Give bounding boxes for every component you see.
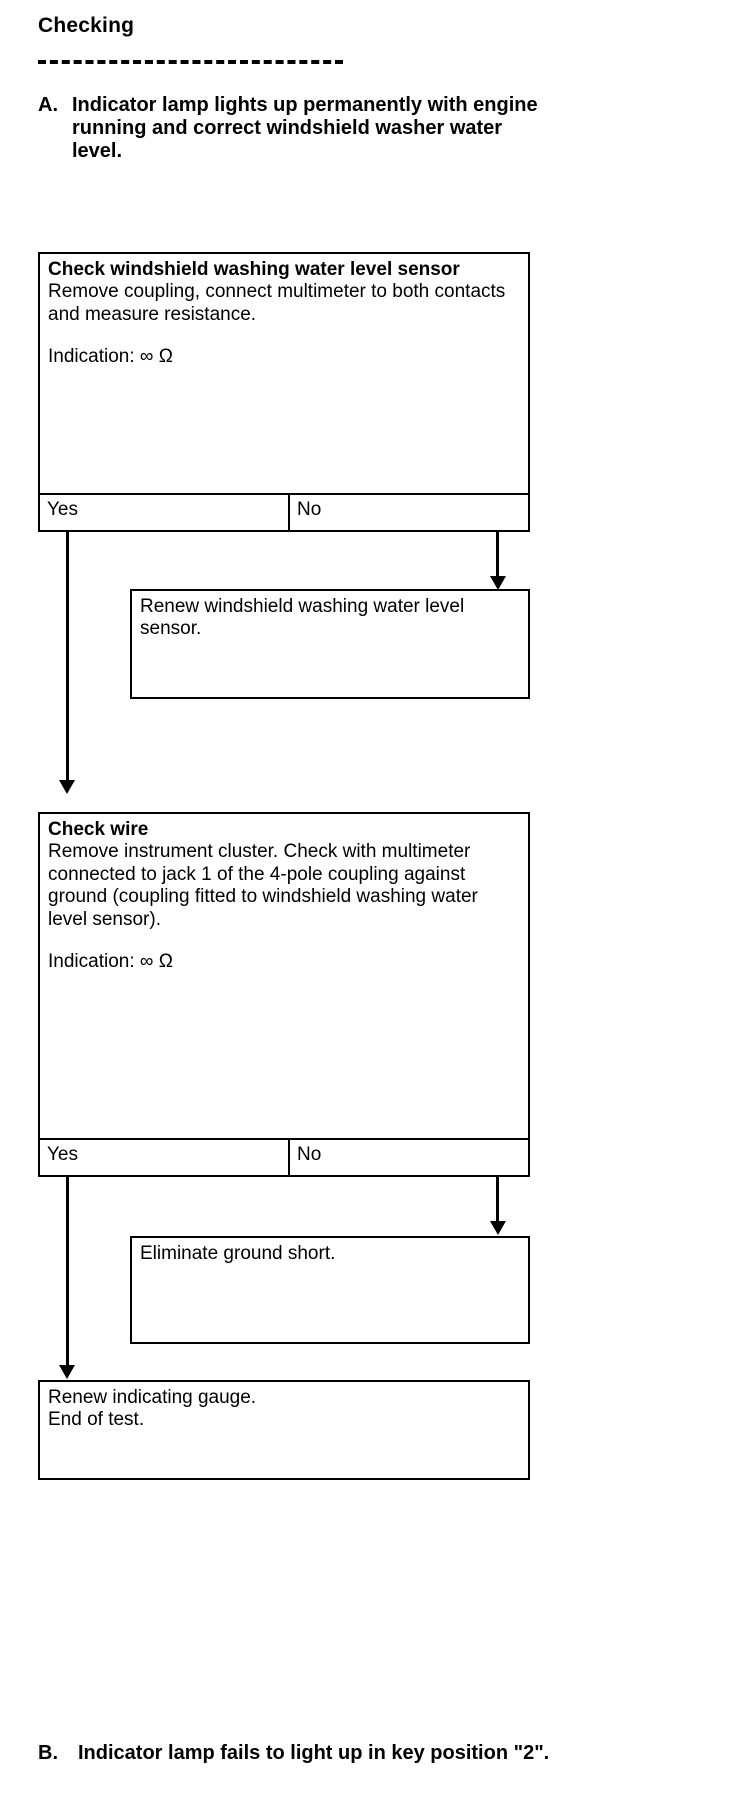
- decision-box-check-sensor-title: Check windshield washing water level sen…: [48, 259, 460, 280]
- decision-box-check-sensor[interactable]: Check windshield washing water level sen…: [38, 252, 530, 532]
- decision-box-check-sensor-body: Remove coupling, connect multimeter to b…: [48, 281, 506, 325]
- section-b-letter: B.: [38, 1742, 58, 1764]
- action-box-renew-indicating-gauge[interactable]: Renew indicating gauge. End of test.: [38, 1380, 530, 1480]
- section-a-text: Indicator lamp lights up permanently wit…: [72, 94, 538, 162]
- title-underline-rule: [38, 60, 343, 64]
- answer-no-check-wire[interactable]: No: [297, 1144, 322, 1165]
- decision-box-check-wire-answers: Yes No: [40, 1138, 528, 1175]
- decision-box-check-sensor-answers: Yes No: [40, 493, 528, 530]
- arrowhead-to-check-wire: [59, 780, 75, 794]
- arrowhead-to-renew-sensor: [490, 576, 506, 590]
- action-box-renew-sensor[interactable]: Renew windshield washing water level sen…: [130, 589, 530, 699]
- page-title: Checking: [38, 14, 135, 37]
- answer-yes-check-wire[interactable]: Yes: [40, 1140, 290, 1175]
- connector-yes-to-renew-gauge: [66, 1177, 69, 1367]
- decision-box-check-wire-indication: Indication: ∞ Ω: [48, 951, 173, 973]
- decision-box-check-wire-body: Remove instrument cluster. Check with mu…: [48, 841, 478, 930]
- decision-box-check-wire-title: Check wire: [48, 819, 149, 840]
- action-box-eliminate-ground-short-text: Eliminate ground short.: [140, 1243, 336, 1264]
- action-box-renew-sensor-text: Renew windshield washing water level sen…: [140, 596, 465, 640]
- section-b-heading: B. Indicator lamp fails to light up in ke…: [38, 1742, 678, 1765]
- connector-no-to-eliminate-short: [496, 1177, 499, 1225]
- action-box-renew-indicating-gauge-line2: End of test.: [48, 1409, 145, 1431]
- connector-yes-to-check-wire: [66, 532, 69, 782]
- decision-box-check-wire[interactable]: Check wire Remove instrument cluster. Ch…: [38, 812, 530, 1177]
- decision-box-check-sensor-indication: Indication: ∞ Ω: [48, 346, 173, 368]
- arrowhead-to-eliminate-short: [490, 1221, 506, 1235]
- arrowhead-to-renew-gauge: [59, 1365, 75, 1379]
- section-a-heading: A. Indicator lamp lights up permanently w…: [38, 94, 598, 163]
- section-b-text: Indicator lamp fails to light up in key …: [78, 1742, 550, 1764]
- action-box-renew-indicating-gauge-line1: Renew indicating gauge.: [48, 1387, 257, 1408]
- section-a-letter: A.: [38, 94, 58, 116]
- answer-yes-check-sensor[interactable]: Yes: [40, 495, 290, 530]
- action-box-eliminate-ground-short[interactable]: Eliminate ground short.: [130, 1236, 530, 1344]
- answer-no-check-sensor[interactable]: No: [297, 499, 322, 520]
- connector-no-to-renew-sensor: [496, 532, 499, 580]
